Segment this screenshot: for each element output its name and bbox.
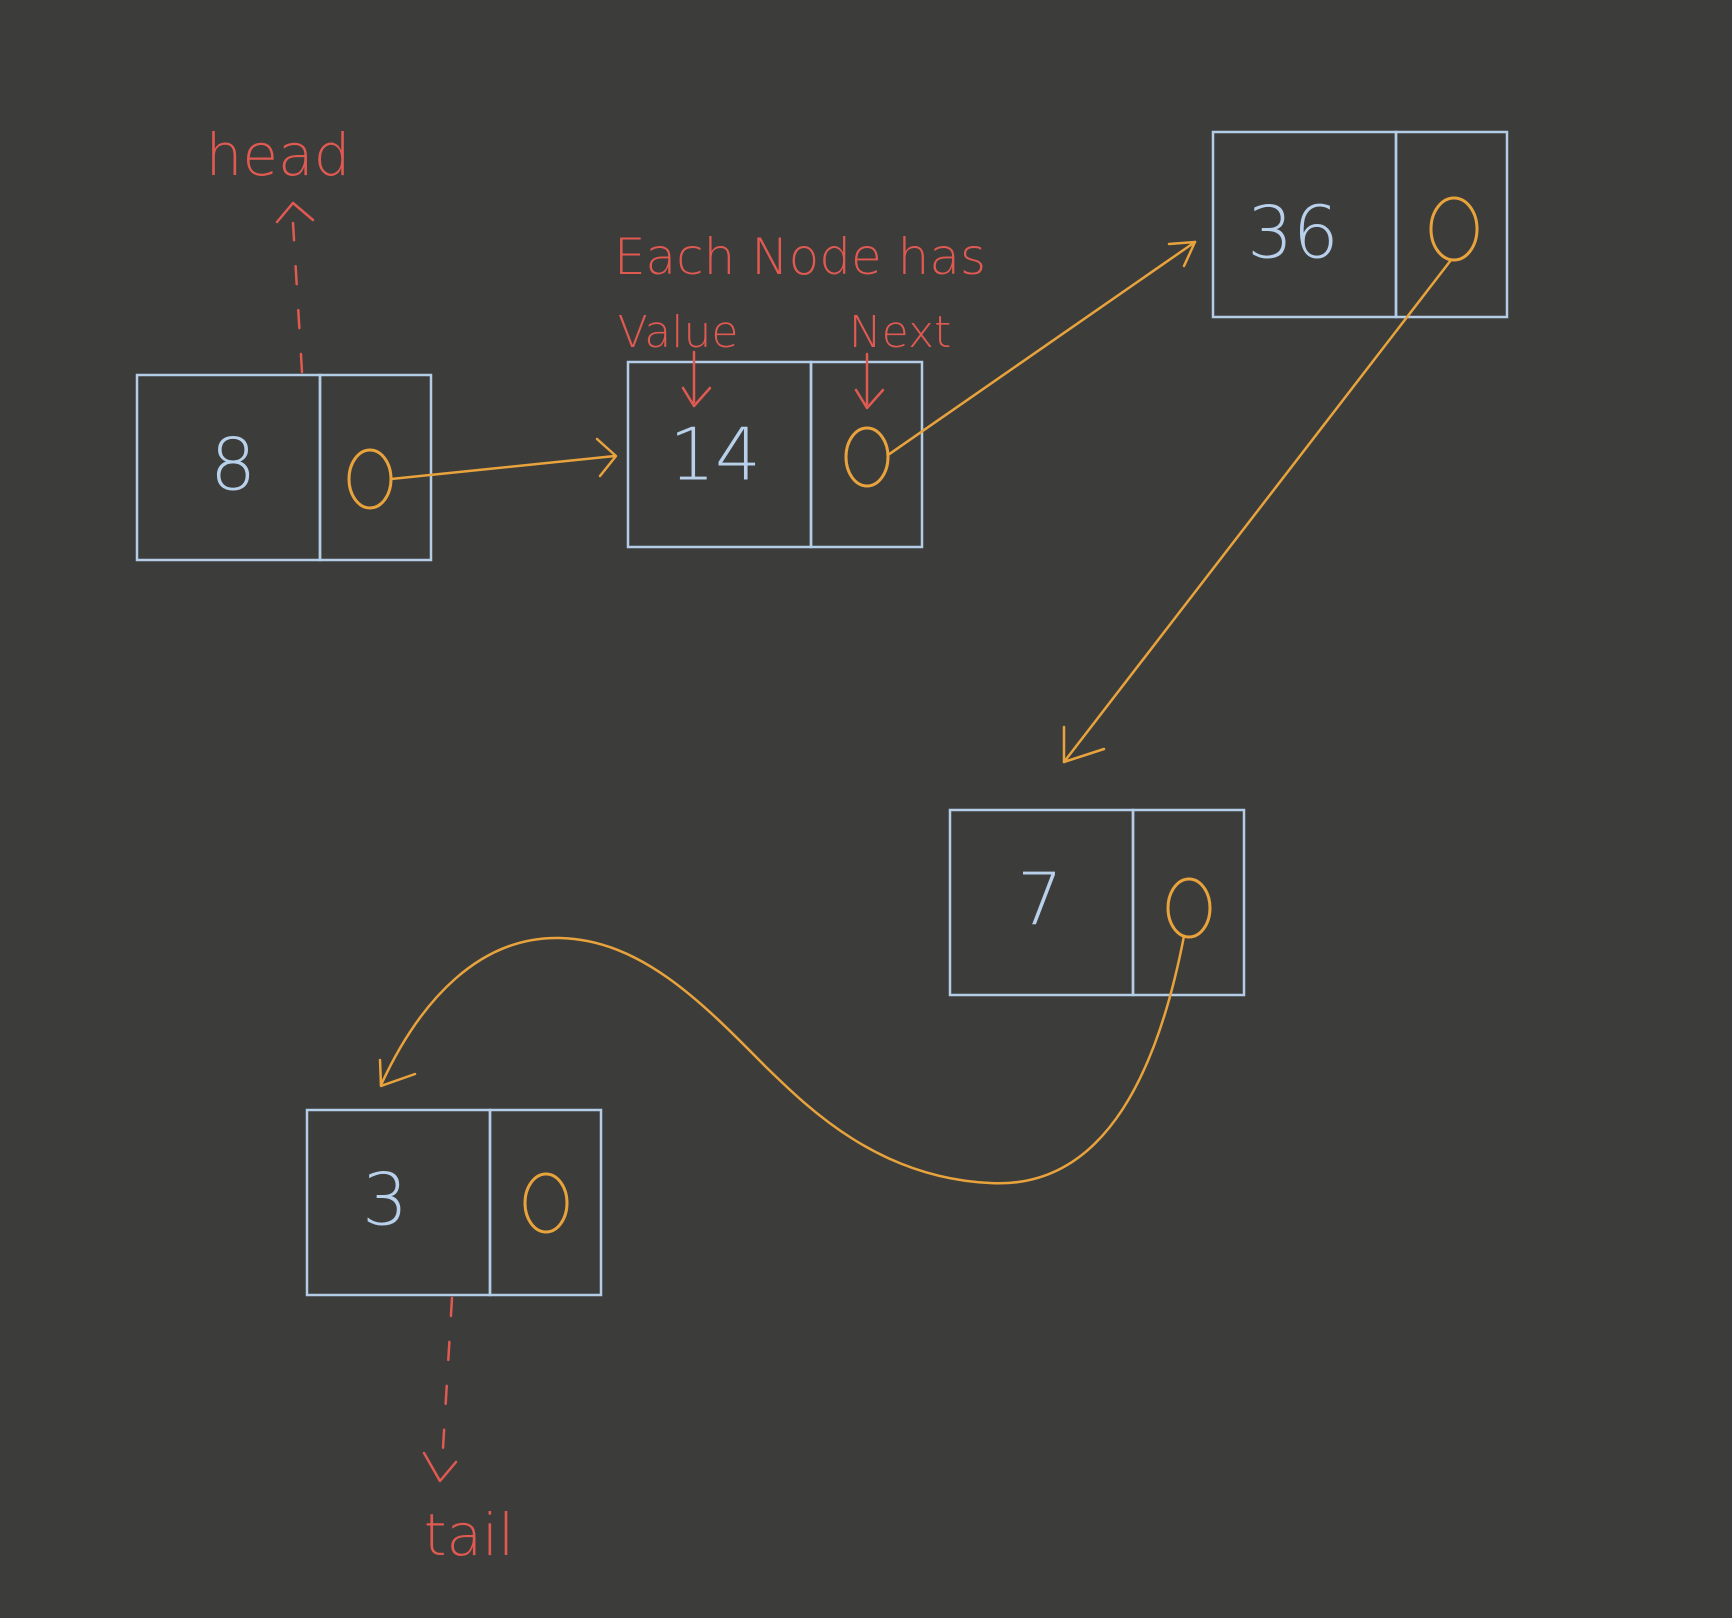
- node-1-value: 8: [210, 423, 256, 507]
- node-4-next-cell: [1131, 808, 1246, 997]
- node-5-next-pointer: [523, 1172, 569, 1234]
- node-2-next-pointer: [844, 426, 890, 488]
- node-2-value: 14: [669, 413, 761, 497]
- head-marker: head: [206, 121, 351, 374]
- node-2: 14: [626, 360, 924, 549]
- note-label: Each Node has: [614, 228, 986, 286]
- value-label: Value: [618, 307, 739, 358]
- node-1-next-cell: [318, 373, 433, 562]
- next-label: Next: [849, 307, 952, 358]
- node-5-value: 3: [362, 1158, 408, 1242]
- node-3: 36: [1211, 130, 1509, 319]
- node-3-next-pointer: [1429, 196, 1479, 262]
- tail-label: tail: [424, 1501, 515, 1569]
- arrow-36-to-7: [1062, 258, 1453, 764]
- head-label: head: [206, 121, 351, 189]
- node-4: 7: [948, 808, 1246, 997]
- node-3-value: 36: [1247, 191, 1339, 275]
- next-label-arrow: [854, 352, 885, 410]
- tail-marker: tail: [422, 1296, 515, 1569]
- node-1-next-pointer: [347, 448, 393, 510]
- value-label-arrow: [681, 350, 712, 408]
- node-structure-note: Each Node has Value Next: [614, 228, 986, 410]
- node-5-next-cell: [488, 1108, 603, 1297]
- node-3-next-cell: [1394, 130, 1509, 319]
- arrow-8-to-14: [389, 437, 618, 481]
- node-5: 3: [305, 1108, 603, 1297]
- node-4-value: 7: [1017, 858, 1063, 942]
- node-4-next-pointer: [1166, 877, 1212, 939]
- arrow-14-to-36: [886, 240, 1197, 457]
- arrow-7-to-3: [378, 934, 1186, 1185]
- node-1: 8: [135, 373, 433, 562]
